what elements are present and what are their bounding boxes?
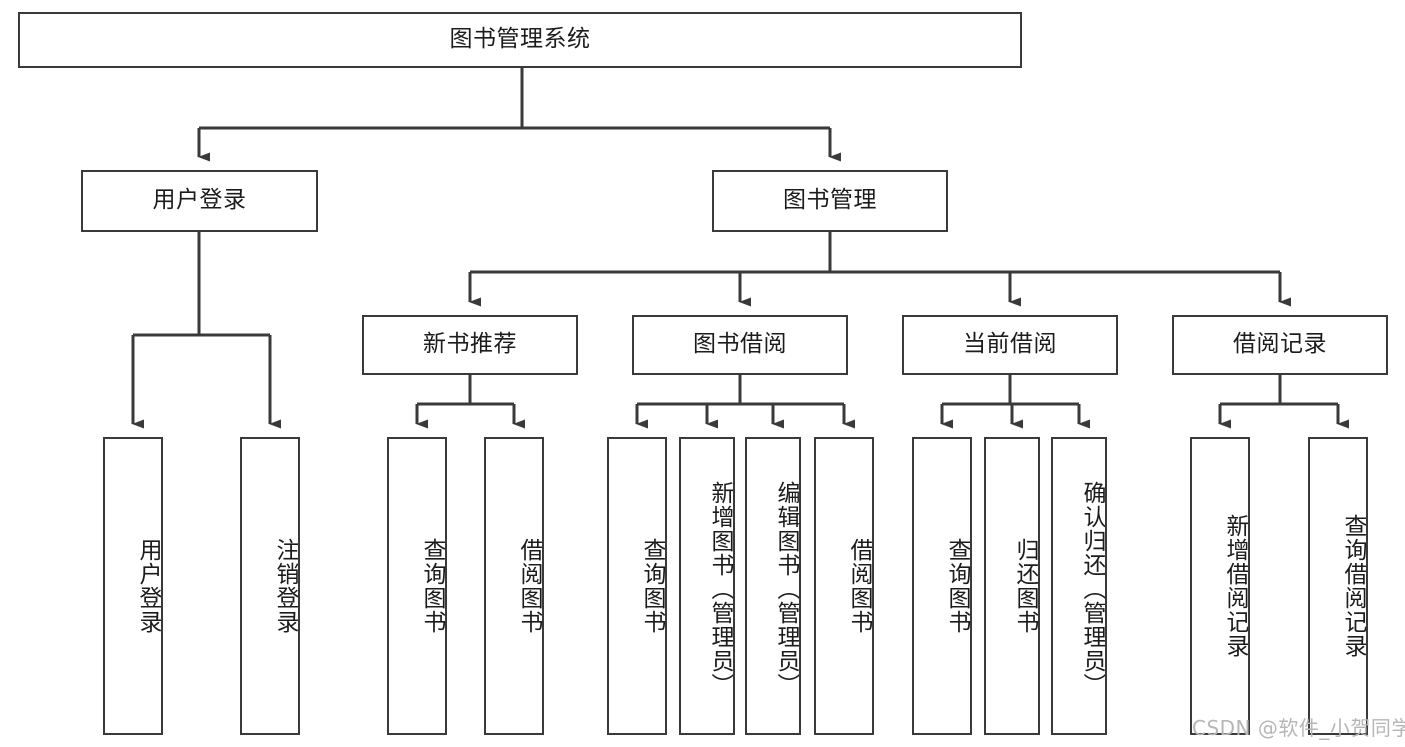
node-label: 查询图书: [639, 538, 665, 634]
node-label: 用户登录: [152, 187, 247, 214]
node-label: 图书借阅: [693, 331, 787, 358]
node-book-manage[interactable]: 图书管理: [712, 170, 948, 232]
node-label: 新增图书（管理员）: [707, 481, 733, 697]
node-leaf-rec-query-book[interactable]: 查询图书: [387, 437, 447, 735]
node-leaf-cur-query-book[interactable]: 查询图书: [912, 437, 972, 735]
node-label: 编辑图书（管理员）: [773, 481, 799, 697]
node-label: 查询图书: [944, 538, 970, 634]
node-label: 借阅图书: [516, 538, 542, 634]
node-borrow-record[interactable]: 借阅记录: [1172, 315, 1388, 375]
node-leaf-edit-book-admin[interactable]: 编辑图书（管理员）: [745, 437, 801, 735]
node-leaf-confirm-return-admin[interactable]: 确认归还（管理员）: [1051, 437, 1107, 735]
node-leaf-add-borrow-record[interactable]: 新增借阅记录: [1190, 437, 1250, 735]
node-label: 新书推荐: [423, 331, 517, 358]
node-current-borrow[interactable]: 当前借阅: [902, 315, 1118, 375]
node-leaf-borrow-query-book[interactable]: 查询图书: [607, 437, 667, 735]
node-label: 用户登录: [135, 538, 161, 634]
node-label: 注销登录: [272, 538, 298, 634]
node-label: 查询图书: [419, 538, 445, 634]
node-leaf-user-logout[interactable]: 注销登录: [240, 437, 300, 735]
node-label: 新增借阅记录: [1222, 514, 1248, 658]
node-root[interactable]: 图书管理系统: [18, 12, 1022, 68]
node-leaf-return-book[interactable]: 归还图书: [984, 437, 1040, 735]
node-user-login[interactable]: 用户登录: [81, 170, 318, 232]
csdn-watermark: CSDN @软件_小贺同学: [1192, 716, 1405, 740]
node-book-borrow[interactable]: 图书借阅: [632, 315, 848, 375]
node-leaf-user-login[interactable]: 用户登录: [103, 437, 163, 735]
node-label: 借阅记录: [1233, 331, 1327, 358]
node-label: 查询借阅记录: [1340, 514, 1366, 658]
node-label: 当前借阅: [963, 331, 1057, 358]
node-label: 确认归还（管理员）: [1079, 481, 1105, 697]
node-label: 借阅图书: [846, 538, 872, 634]
node-label: 图书管理系统: [449, 26, 591, 53]
node-leaf-borrow-book[interactable]: 借阅图书: [814, 437, 874, 735]
node-leaf-query-borrow-record[interactable]: 查询借阅记录: [1308, 437, 1368, 735]
node-leaf-add-book-admin[interactable]: 新增图书（管理员）: [679, 437, 735, 735]
node-new-book-rec[interactable]: 新书推荐: [362, 315, 578, 375]
node-label: 图书管理: [783, 187, 877, 214]
node-leaf-rec-borrow-book[interactable]: 借阅图书: [484, 437, 544, 735]
node-label: 归还图书: [1012, 538, 1038, 634]
